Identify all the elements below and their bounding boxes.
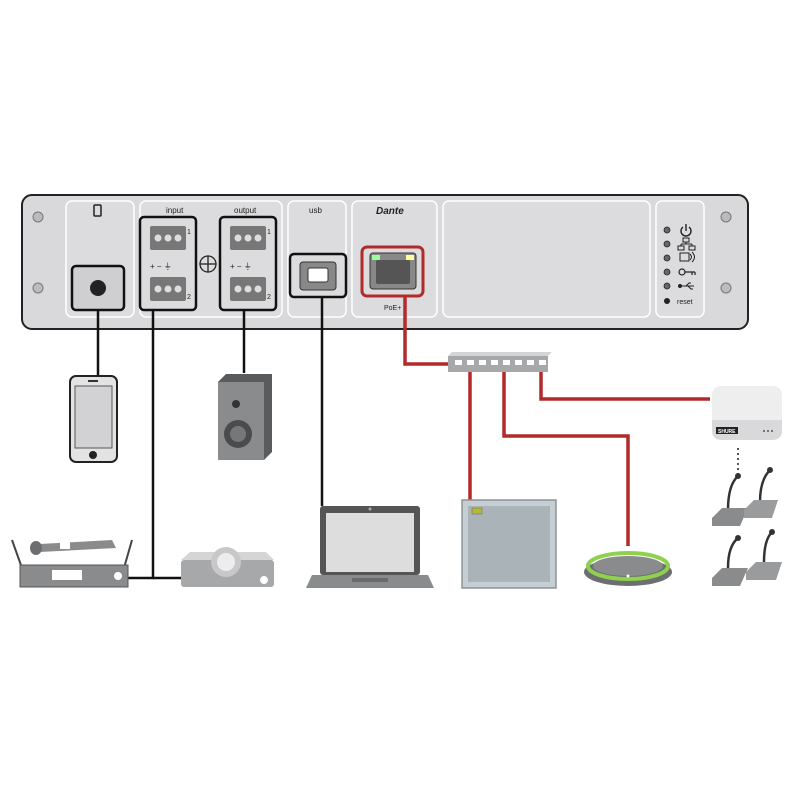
poe-ethernet-port[interactable] — [360, 245, 425, 298]
encryption-key-icon — [678, 268, 696, 276]
shure-badge: SHURE — [718, 429, 736, 435]
gooseneck-bases — [712, 467, 782, 586]
input-channel-1: 1 — [187, 229, 191, 236]
mobile-port-icon — [93, 204, 102, 217]
input-label: input — [166, 206, 184, 215]
ceiling-mic-device — [461, 499, 557, 589]
status-leds — [663, 226, 671, 290]
output-block[interactable]: + − ⏚ 1 2 — [218, 215, 278, 312]
dante-logo: Dante — [376, 206, 404, 217]
network-icon — [677, 237, 696, 251]
smartphone-device — [69, 375, 118, 463]
output-channel-2: 2 — [267, 294, 271, 301]
network-switch — [448, 352, 552, 372]
input-block[interactable]: + − ⏚ 1 2 — [138, 215, 198, 312]
reset-button[interactable] — [664, 298, 670, 304]
screw-icon — [32, 211, 732, 294]
network-cables — [403, 296, 710, 546]
reset-label: reset — [677, 299, 693, 306]
output-label: output — [234, 206, 257, 215]
projector-device — [181, 547, 274, 587]
input-pin-labels: + − ⏚ — [150, 262, 172, 271]
wireless-receiver-device — [11, 539, 133, 588]
poe-label: PoE+ — [384, 305, 401, 312]
ground-icon — [199, 255, 217, 273]
output-channel-1: 1 — [267, 229, 271, 236]
usb-label: usb — [309, 206, 322, 215]
laptop-device — [306, 506, 434, 588]
rear-panel: input output + − ⏚ 1 2 + − ⏚ — [21, 194, 749, 330]
usb-icon — [678, 282, 694, 290]
speaker-device — [218, 374, 272, 460]
access-point-device: SHURE — [712, 386, 782, 440]
audio-network-icon — [679, 251, 695, 263]
aux-jack — [70, 264, 126, 312]
table-mic-device — [584, 551, 672, 586]
usb-port[interactable] — [288, 252, 348, 299]
power-icon — [680, 224, 692, 237]
output-pin-labels: + − ⏚ — [230, 262, 252, 271]
analog-cables — [96, 297, 324, 580]
input-channel-2: 2 — [187, 294, 191, 301]
